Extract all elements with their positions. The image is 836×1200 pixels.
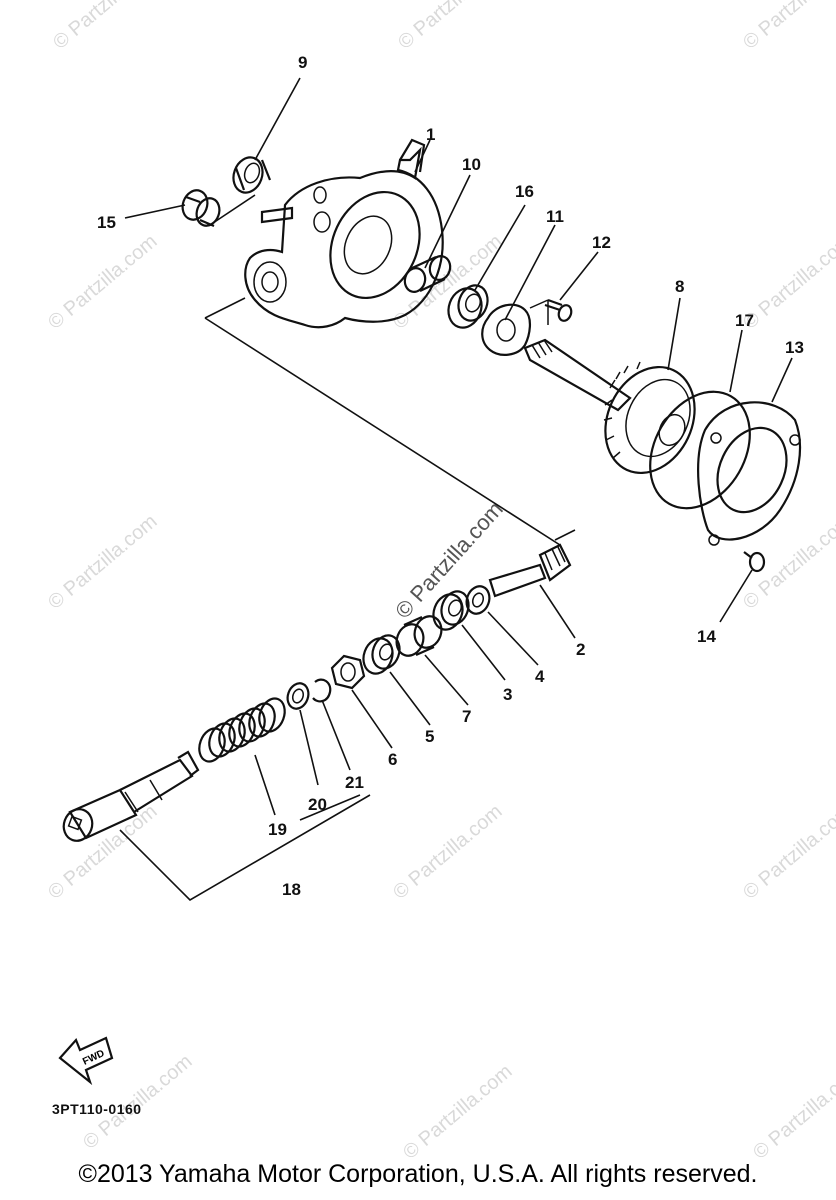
watermark: © Partzilla.com [44,800,161,903]
part-bearing-3 [432,590,470,631]
callout-20: 20 [308,795,327,814]
callout-17: 17 [735,311,754,330]
callout-6: 6 [388,750,397,769]
callout-4: 4 [535,667,545,686]
part-collar-7 [395,615,443,657]
callout-13: 13 [785,338,804,357]
part-washer-20 [286,682,310,710]
callout-1: 1 [426,125,435,144]
callout-16: 16 [515,182,534,201]
callout-10: 10 [462,155,481,174]
part-bearing-16 [447,284,489,329]
watermark: © Partzilla.com [739,0,836,54]
copyright-notice: ©2013 Yamaha Motor Corporation, U.S.A. A… [78,1160,758,1188]
drawing-code: 3PT110-0160 [52,1101,142,1117]
part-spring [198,697,286,763]
part-housing [244,138,444,329]
watermark: © Partzilla.com [49,0,166,54]
watermark: © Partzilla.com [394,0,511,54]
watermark: © Partzilla.com [749,1060,836,1163]
watermark: © Partzilla.com [739,800,836,903]
part-gasket [649,390,751,510]
watermark: © Partzilla.com [389,800,506,903]
assembly-guide-lines [119,297,576,902]
watermark-center: © Partzilla.com [390,496,508,623]
callout-7: 7 [462,707,471,726]
watermark: © Partzilla.com [44,510,161,613]
part-collar [181,189,221,228]
part-nut [330,654,366,690]
part-oil-seal [232,156,272,194]
part-washer-4 [465,585,491,615]
callout-2: 2 [576,640,585,659]
callout-19: 19 [268,820,287,839]
callout-9: 9 [298,53,307,72]
part-cover [697,401,802,546]
callout-11: 11 [546,207,564,226]
fwd-label: FWD [81,1048,106,1068]
part-plate [481,299,549,356]
watermark: © Partzilla.com [399,1060,516,1163]
leader-lines [124,77,793,816]
part-bearing-5 [362,634,401,675]
watermark-layer: © Partzilla.com © Partzilla.com © Partzi… [44,0,836,1164]
part-gear-shaft [523,338,696,475]
callout-18: 18 [282,880,301,899]
part-bolt-14 [743,551,766,573]
part-pinion-shaft [488,543,572,598]
callout-8: 8 [675,277,684,296]
part-bolt-12 [544,298,573,322]
callout-5: 5 [425,727,434,746]
part-drive-shaft [62,750,200,842]
callout-labels: 1 2 3 4 5 6 7 8 9 10 11 12 13 14 15 16 1… [97,53,804,899]
callout-3: 3 [503,685,512,704]
watermark: © Partzilla.com [739,510,836,613]
part-bushing [403,255,452,293]
callout-21: 21 [345,773,364,792]
callout-15: 15 [97,213,116,232]
callout-12: 12 [592,233,611,252]
fwd-arrow-icon: FWD [58,1036,114,1086]
callout-14: 14 [697,627,716,646]
watermark: © Partzilla.com [44,230,161,333]
part-circlip [312,678,332,703]
